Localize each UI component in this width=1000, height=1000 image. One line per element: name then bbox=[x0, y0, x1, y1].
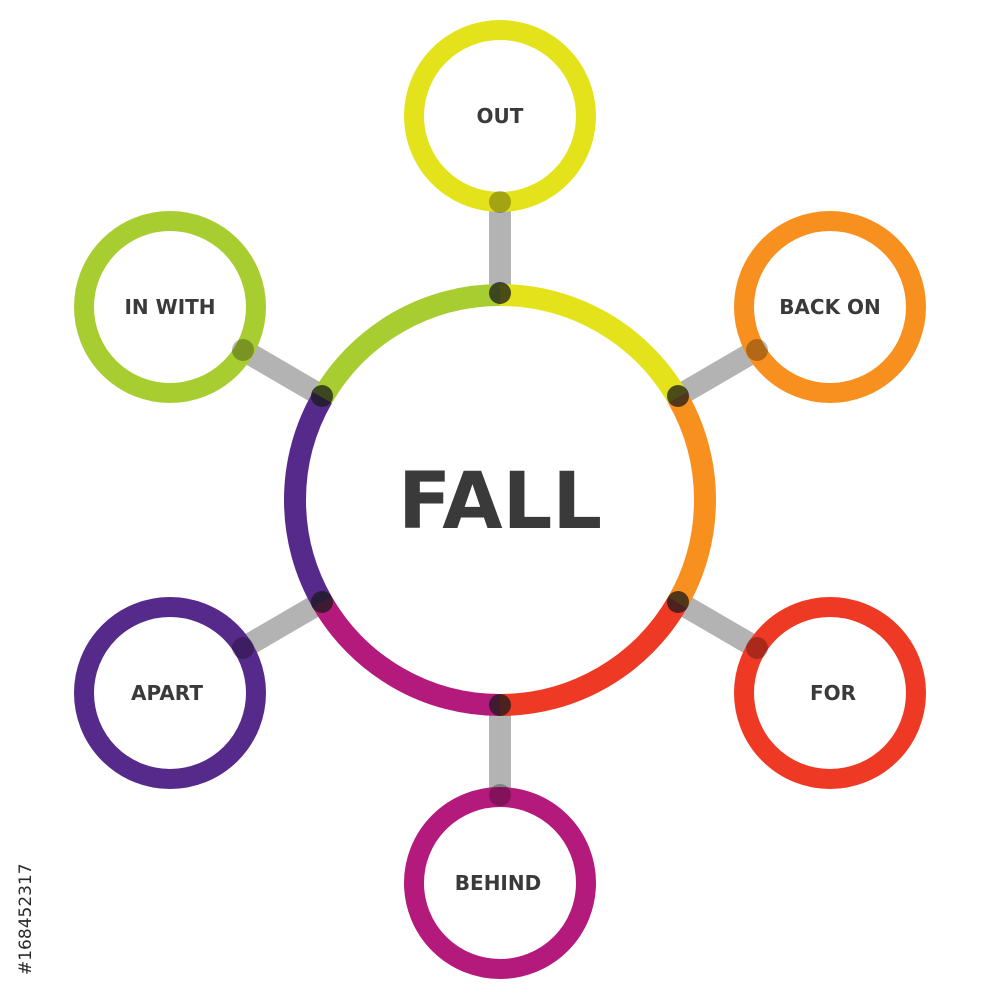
node-ring-back-on bbox=[734, 211, 926, 403]
node-ring-in-with bbox=[74, 211, 266, 403]
cap-out-outer bbox=[489, 191, 511, 213]
connector-in-with bbox=[232, 339, 333, 407]
cap-back-on-inner bbox=[667, 385, 689, 407]
node-label-in-with: IN WITH bbox=[124, 295, 215, 319]
hub-segment-back-on bbox=[667, 392, 717, 608]
cap-in-with-inner bbox=[311, 385, 333, 407]
cap-back-on-outer bbox=[746, 339, 768, 361]
node-ring-for bbox=[734, 597, 926, 789]
center-hub-fill bbox=[305, 305, 695, 695]
hub-segment-apart bbox=[283, 392, 333, 608]
cap-behind-outer bbox=[489, 784, 511, 806]
hub-segment-for bbox=[499, 596, 688, 716]
node-label-apart: APART bbox=[131, 681, 203, 705]
center-label: FALL bbox=[398, 457, 602, 547]
connector-apart bbox=[232, 591, 333, 659]
connector-for bbox=[667, 591, 768, 659]
connector-back-on bbox=[667, 339, 768, 407]
node-label-behind: BEHIND bbox=[455, 871, 541, 895]
stock-id-label: #168452317 bbox=[16, 863, 36, 975]
cap-for-inner bbox=[667, 591, 689, 613]
hub-segment-out bbox=[499, 284, 688, 404]
cap-apart-outer bbox=[232, 637, 254, 659]
node-label-back-on: BACK ON bbox=[779, 295, 881, 319]
cap-for-outer bbox=[746, 637, 768, 659]
hub-segment-in-with bbox=[312, 284, 501, 404]
node-label-out: OUT bbox=[477, 104, 524, 128]
cap-behind-inner bbox=[489, 694, 511, 716]
node-ring-behind bbox=[404, 787, 596, 979]
satellite-rings bbox=[74, 20, 926, 979]
connector-caps bbox=[232, 191, 768, 806]
cap-out-inner bbox=[489, 282, 511, 304]
node-label-for: FOR bbox=[810, 681, 856, 705]
cap-apart-inner bbox=[311, 591, 333, 613]
hub-segment-behind bbox=[312, 596, 501, 716]
node-ring-out bbox=[404, 20, 596, 212]
center-hub-ring bbox=[283, 284, 717, 716]
node-ring-apart bbox=[74, 597, 266, 789]
cap-in-with-outer bbox=[232, 339, 254, 361]
connectors bbox=[232, 191, 768, 806]
